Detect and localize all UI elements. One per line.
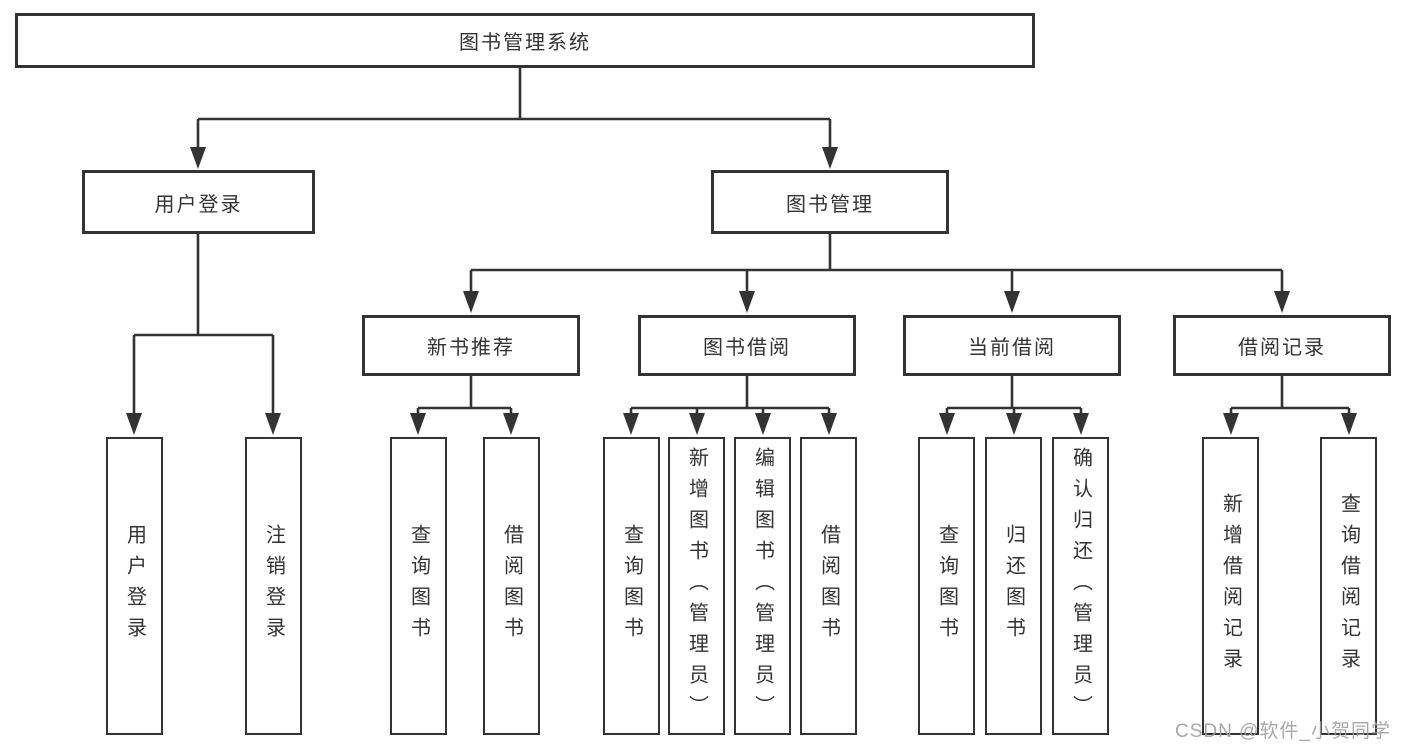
leaf-current-return: 归还图书 [985, 437, 1042, 735]
leaf-current-confirm-admin-label: 确认归还（管理员） [1069, 446, 1092, 726]
node-book-borrow-label: 图书借阅 [703, 337, 791, 359]
leaf-borrow-add-admin-label: 新增图书（管理员） [685, 446, 708, 726]
leaf-record-query: 查询借阅记录 [1320, 437, 1377, 735]
leaf-user-login: 用户登录 [106, 437, 163, 735]
leaf-user-login-label: 用户登录 [123, 524, 146, 648]
node-borrow-records-label: 借阅记录 [1238, 337, 1326, 359]
leaf-logout-label: 注销登录 [262, 524, 285, 648]
leaf-borrow-query: 查询图书 [603, 437, 660, 735]
node-new-book-recommend: 新书推荐 [362, 315, 580, 376]
node-current-borrow: 当前借阅 [903, 315, 1121, 376]
node-user-login: 用户登录 [82, 170, 315, 234]
node-user-login-label: 用户登录 [154, 193, 243, 216]
leaf-newbook-borrow: 借阅图书 [483, 437, 540, 735]
leaf-current-return-label: 归还图书 [1002, 524, 1025, 648]
node-book-management-label: 图书管理 [786, 193, 874, 216]
node-book-borrow: 图书借阅 [638, 315, 856, 376]
leaf-current-confirm-admin: 确认归还（管理员） [1052, 437, 1109, 735]
node-root-label: 图书管理系统 [459, 32, 591, 54]
leaf-record-add-label: 新增借阅记录 [1219, 493, 1242, 679]
node-current-borrow-label: 当前借阅 [968, 337, 1056, 359]
leaf-newbook-borrow-label: 借阅图书 [500, 524, 523, 648]
leaf-newbook-query-label: 查询图书 [407, 524, 430, 648]
leaf-borrow-book: 借阅图书 [800, 437, 857, 735]
node-root: 图书管理系统 [15, 13, 1035, 68]
leaf-logout: 注销登录 [245, 437, 302, 735]
leaf-borrow-book-label: 借阅图书 [817, 524, 840, 648]
leaf-borrow-query-label: 查询图书 [620, 524, 643, 648]
leaf-record-add: 新增借阅记录 [1202, 437, 1259, 735]
leaf-borrow-edit-admin: 编辑图书（管理员） [734, 437, 791, 735]
leaf-borrow-edit-admin-label: 编辑图书（管理员） [751, 446, 774, 726]
node-borrow-records: 借阅记录 [1173, 315, 1391, 376]
leaf-borrow-add-admin: 新增图书（管理员） [668, 437, 725, 735]
leaf-current-query-label: 查询图书 [935, 524, 958, 648]
node-book-management: 图书管理 [711, 170, 949, 234]
leaf-current-query: 查询图书 [918, 437, 975, 735]
node-new-book-recommend-label: 新书推荐 [427, 337, 515, 359]
leaf-record-query-label: 查询借阅记录 [1337, 493, 1360, 679]
watermark: CSDN @软件_小贺同学 [1175, 721, 1391, 742]
leaf-newbook-query: 查询图书 [390, 437, 447, 735]
